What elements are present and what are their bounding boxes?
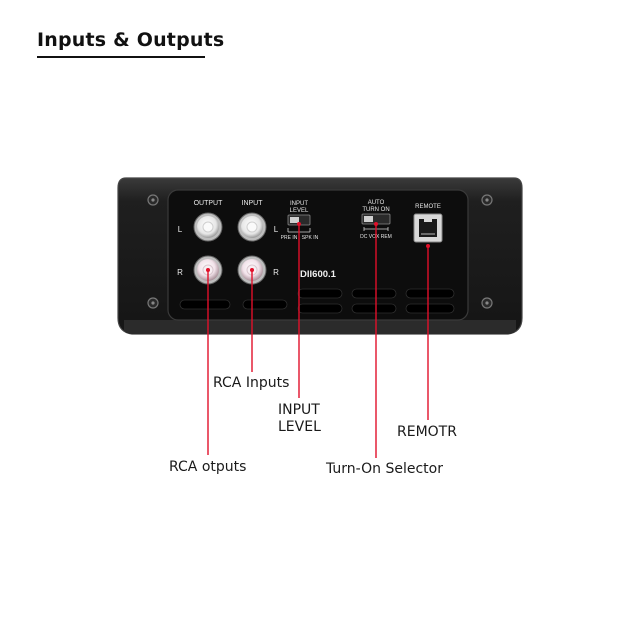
heading-underline [37, 56, 205, 58]
vent-slots [179, 288, 455, 314]
page-heading: Inputs & Outputs [37, 29, 225, 51]
callout-lines [206, 222, 430, 458]
output-right-channel-label: R [177, 268, 183, 277]
remote-port[interactable] [413, 213, 443, 243]
remote-port-label: REMOTE [415, 204, 441, 210]
rca-input-left-jack[interactable] [237, 212, 267, 242]
output-left-channel-label: L [178, 225, 183, 234]
input-level-panel-label-line2: LEVEL [290, 208, 309, 214]
auto-turn-on-label-line1: AUTO [368, 200, 385, 206]
callout-remote: REMOTR [397, 424, 457, 440]
corner-screws [147, 194, 493, 309]
callout-input-level-line1: INPUT [278, 402, 320, 418]
callout-rca-inputs: RCA Inputs [213, 375, 290, 391]
output-label: OUTPUT [194, 200, 224, 207]
rca-output-left-jack[interactable] [193, 212, 223, 242]
input-level-panel-label-line1: INPUT [290, 201, 308, 207]
auto-turn-on-label-line2: TURN ON [362, 207, 389, 213]
pre-in-label: PRE IN [281, 235, 298, 241]
model-name: DII600.1 [300, 269, 337, 280]
callout-turn-on-selector: Turn-On Selector [326, 461, 443, 477]
input-label: INPUT [242, 200, 264, 207]
spk-in-label: SPK IN [302, 235, 319, 241]
callout-rca-outputs: RCA otputs [169, 459, 247, 475]
input-left-channel-label: L [274, 225, 279, 234]
input-right-channel-label: R [273, 268, 279, 277]
callout-input-level-line2: LEVEL [278, 419, 321, 435]
